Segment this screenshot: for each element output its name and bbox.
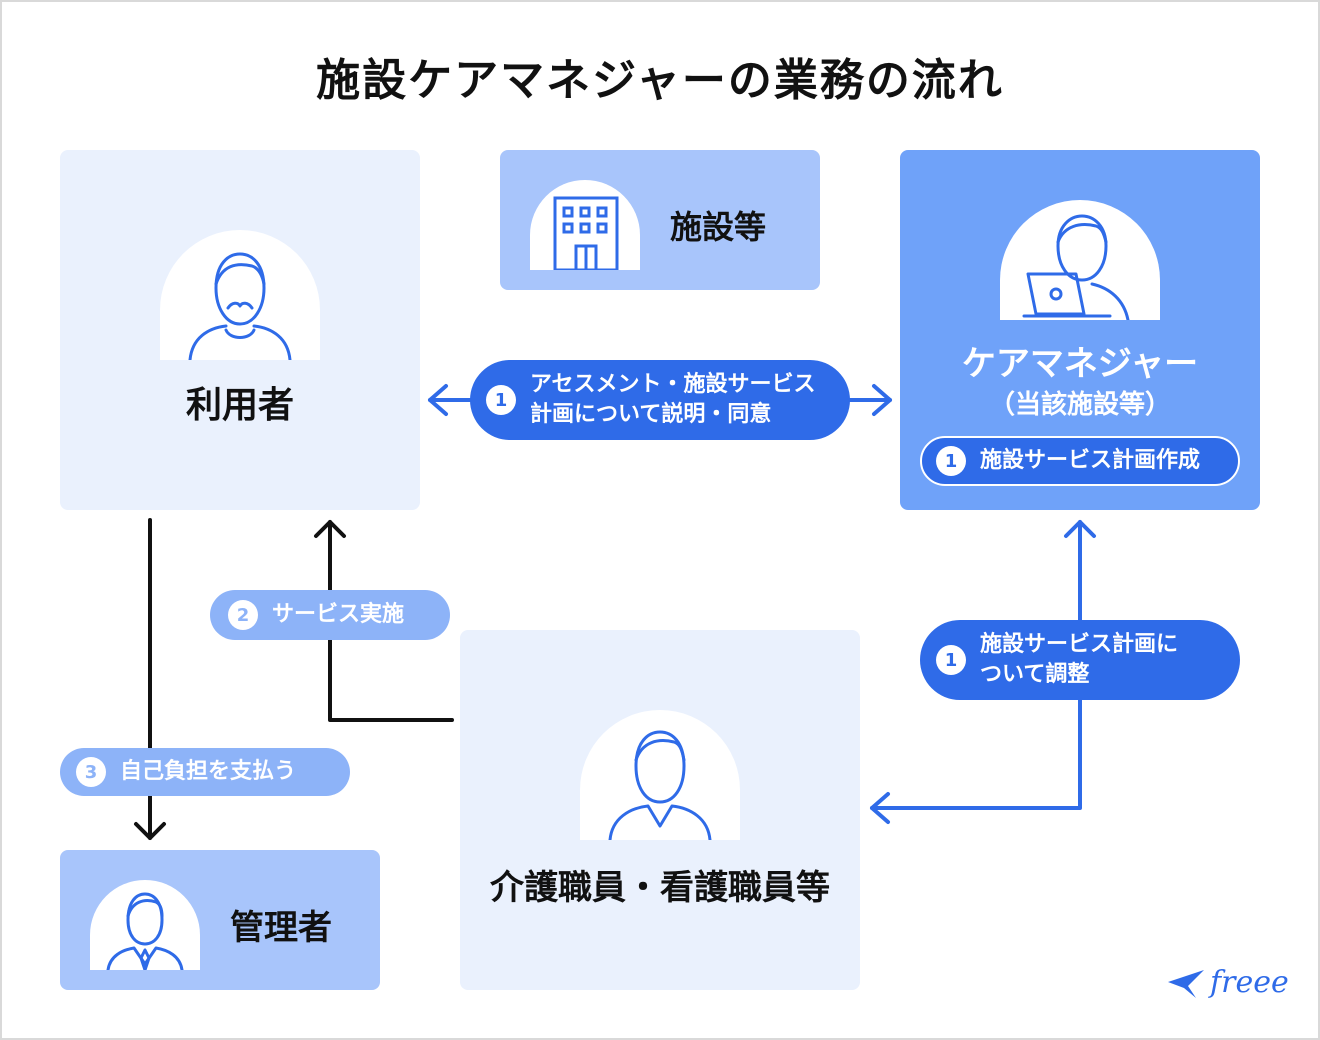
pill-text-line1: アセスメント・施設サービス	[530, 372, 816, 397]
caremanager-label: ケアマネジャー	[961, 344, 1199, 384]
person-icon	[580, 710, 740, 840]
logo-text: freee	[1210, 964, 1289, 1000]
caremanager-sublabel: （当該施設等）	[988, 390, 1171, 420]
assessment-explanation-pill: 1 アセスメント・施設サービス 計画について説明・同意	[470, 360, 850, 440]
caremanager-node: ケアマネジャー （当該施設等） 1 施設サービス計画作成	[900, 150, 1260, 510]
step-number: 1	[936, 446, 966, 476]
step-number: 2	[228, 600, 258, 630]
person-mustache-icon	[160, 230, 320, 360]
user-label: 利用者	[185, 385, 294, 426]
facility-label: 施設等	[670, 208, 767, 246]
building-icon	[530, 180, 640, 270]
pill-text: 自己負担を支払う	[120, 759, 297, 784]
pill-text: サービス実施	[272, 602, 405, 627]
pill-text-line1: 施設サービス計画に	[980, 632, 1179, 657]
step-number: 3	[76, 757, 106, 787]
pill-text-line2: ついて調整	[980, 662, 1090, 687]
pill-text-line2: 計画について説明・同意	[530, 402, 772, 427]
person-laptop-icon	[1000, 200, 1160, 320]
badge-text: 施設サービス計画作成	[980, 448, 1201, 473]
page-title: 施設ケアマネジャーの業務の流れ	[316, 55, 1004, 106]
freee-logo: freee	[1166, 964, 1289, 1000]
staff-node: 介護職員・看護職員等	[460, 630, 860, 990]
user-node: 利用者	[60, 150, 420, 510]
caremanager-plan-badge: 1 施設サービス計画作成	[920, 436, 1240, 486]
payment-pill: 3 自己負担を支払う	[60, 748, 350, 796]
manager-label: 管理者	[230, 908, 332, 948]
step-number: 1	[486, 385, 516, 415]
service-delivery-pill: 2 サービス実施	[210, 590, 450, 640]
staff-label: 介護職員・看護職員等	[490, 868, 830, 908]
manager-node: 管理者	[60, 850, 380, 990]
person-suit-icon	[90, 880, 200, 970]
plan-adjustment-pill: 1 施設サービス計画に ついて調整	[920, 620, 1240, 700]
step-number: 1	[936, 645, 966, 675]
facility-node: 施設等	[500, 150, 820, 290]
bird-icon	[1168, 970, 1204, 998]
